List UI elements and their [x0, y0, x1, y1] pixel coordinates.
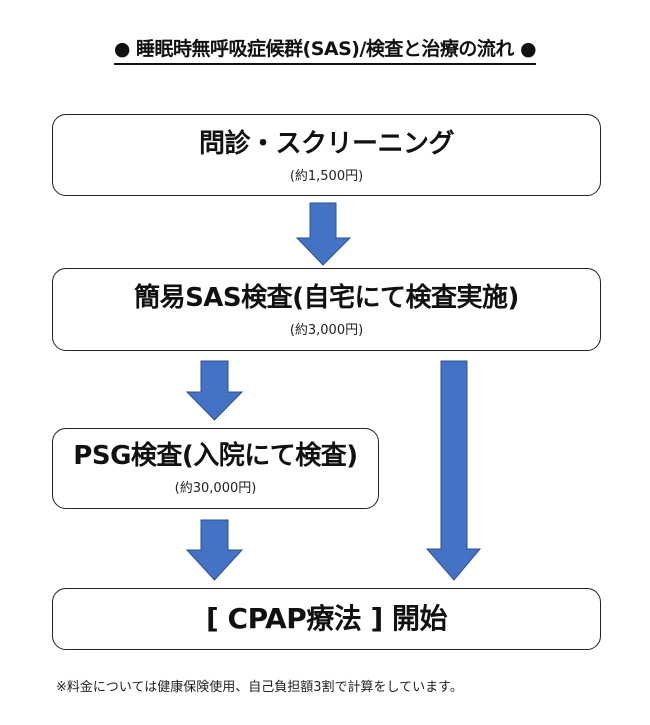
step-label: 問診・スクリーニング	[198, 129, 455, 159]
step-label: 簡易SAS検査(自宅にて検査実施)	[134, 283, 519, 313]
arrow-down-icon	[185, 360, 244, 421]
step-simple-sas-test: 簡易SAS検査(自宅にて検査実施) (約3,000円)	[52, 268, 601, 351]
diagram-title-text: ● 睡眠時無呼吸症候群(SAS)/検査と治療の流れ ●	[113, 36, 537, 65]
step-psg-test: PSG検査(入院にて検査) (約30,000円)	[52, 428, 379, 509]
step-cost: (約30,000円)	[174, 481, 257, 496]
step-cost: (約3,000円)	[289, 323, 364, 338]
diagram-title: ● 睡眠時無呼吸症候群(SAS)/検査と治療の流れ ●	[0, 36, 650, 65]
step-cpap-start: [ CPAP療法 ] 開始	[52, 588, 601, 650]
arrow-down-long-icon	[425, 360, 482, 581]
arrow-down-icon	[295, 202, 352, 266]
arrow-down-icon	[185, 519, 244, 581]
step-label: PSG検査(入院にて検査)	[73, 441, 358, 471]
step-cost: (約1,500円)	[289, 169, 364, 184]
step-label: [ CPAP療法 ] 開始	[205, 602, 448, 635]
footnote: ※料金については健康保険使用、自己負担額3割で計算をしています。	[56, 680, 463, 695]
step-screening: 問診・スクリーニング (約1,500円)	[52, 114, 601, 196]
